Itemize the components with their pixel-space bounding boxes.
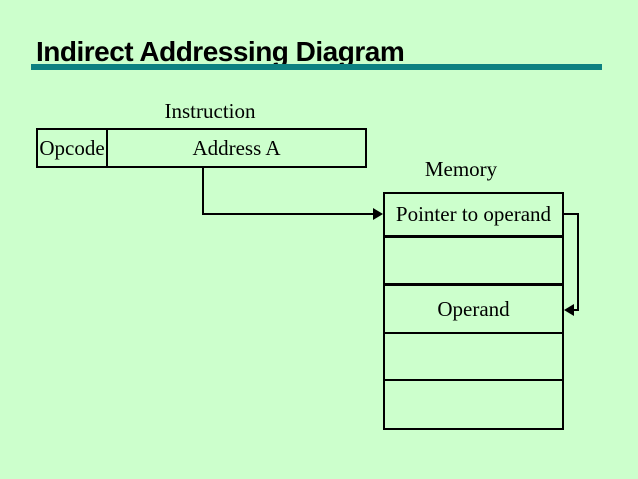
memory-row-empty-1 [385, 238, 562, 286]
memory-row-operand: Operand [385, 286, 562, 334]
memory-label: Memory [424, 157, 498, 181]
address-arrowhead-icon [373, 208, 383, 220]
address-arrow-horizontal-line [202, 213, 373, 215]
pointer-arrow-stub-line [564, 213, 579, 215]
title-underline-bar [31, 64, 602, 70]
address-arrow-vertical-line [202, 168, 204, 215]
memory-row-empty-2 [385, 334, 562, 381]
memory-table: Pointer to operand Operand [383, 192, 564, 430]
address-a-cell: Address A [192, 135, 281, 160]
pointer-arrow-vertical-line [577, 213, 579, 311]
instruction-label: Instruction [164, 99, 256, 123]
memory-row-empty-3 [385, 381, 562, 428]
pointer-arrow-horizontal-line [572, 309, 579, 311]
slide-title: Indirect Addressing Diagram [36, 36, 405, 67]
instruction-box: Opcode Address A [36, 128, 367, 168]
opcode-cell: Opcode [38, 130, 108, 166]
operand-arrowhead-icon [564, 304, 574, 316]
memory-row-pointer-to-operand: Pointer to operand [385, 194, 562, 238]
